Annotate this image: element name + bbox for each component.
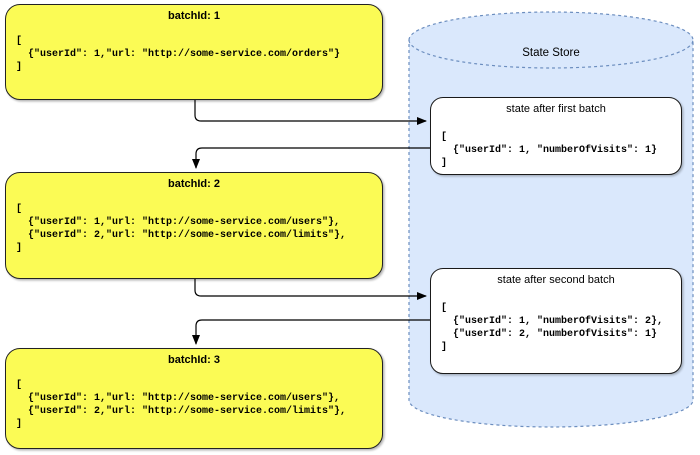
batch-3-title: batchId: 3 bbox=[168, 354, 220, 366]
batch-2-title: batchId: 2 bbox=[168, 178, 220, 190]
state-box-2: state after second batch [ {"userId": 1,… bbox=[430, 268, 682, 374]
state-store-title: State Store bbox=[522, 47, 580, 59]
state-2-title: state after second batch bbox=[497, 274, 615, 286]
state-2-code: [ {"userId": 1, "numberOfVisits": 2}, {"… bbox=[441, 303, 664, 353]
state-1-title: state after first batch bbox=[506, 103, 606, 115]
batch-box-3: batchId: 3 [ {"userId": 1,"url: "http://… bbox=[5, 348, 383, 449]
state-box-1: state after first batch [ {"userId": 1, … bbox=[430, 97, 682, 175]
cylinder-top-rim bbox=[408, 39, 694, 69]
batch-1-code: [ {"userId": 1,"url: "http://some-servic… bbox=[16, 36, 341, 73]
batch-box-1: batchId: 1 [ {"userId": 1,"url: "http://… bbox=[5, 4, 383, 100]
batch-3-code: [ {"userId": 1,"url: "http://some-servic… bbox=[16, 380, 347, 430]
batch-1-title: batchId: 1 bbox=[168, 10, 220, 22]
batch-box-2: batchId: 2 [ {"userId": 1,"url: "http://… bbox=[5, 172, 383, 279]
batch-2-code: [ {"userId": 1,"url: "http://some-servic… bbox=[16, 204, 347, 254]
state-1-code: [ {"userId": 1, "numberOfVisits": 1} ] bbox=[441, 132, 658, 169]
